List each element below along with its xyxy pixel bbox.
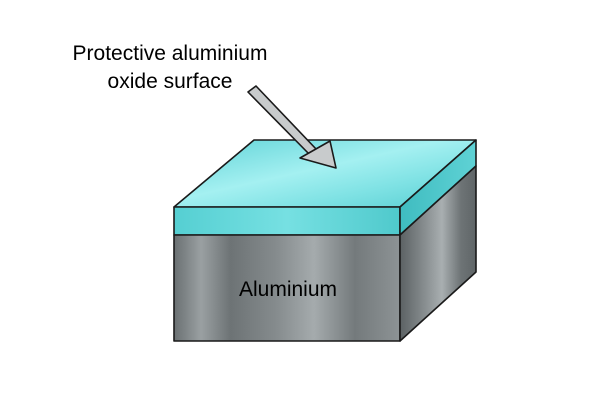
oxide-front-layer xyxy=(173,206,401,236)
callout-arrow xyxy=(247,85,337,169)
aluminium-label: Aluminium xyxy=(238,278,338,301)
callout-line-1: Protective aluminium xyxy=(72,42,268,65)
oxide-callout-label: Protective aluminium oxide surface xyxy=(40,40,300,96)
callout-line-2: oxide surface xyxy=(107,70,233,93)
aluminium-side-face xyxy=(399,165,477,342)
